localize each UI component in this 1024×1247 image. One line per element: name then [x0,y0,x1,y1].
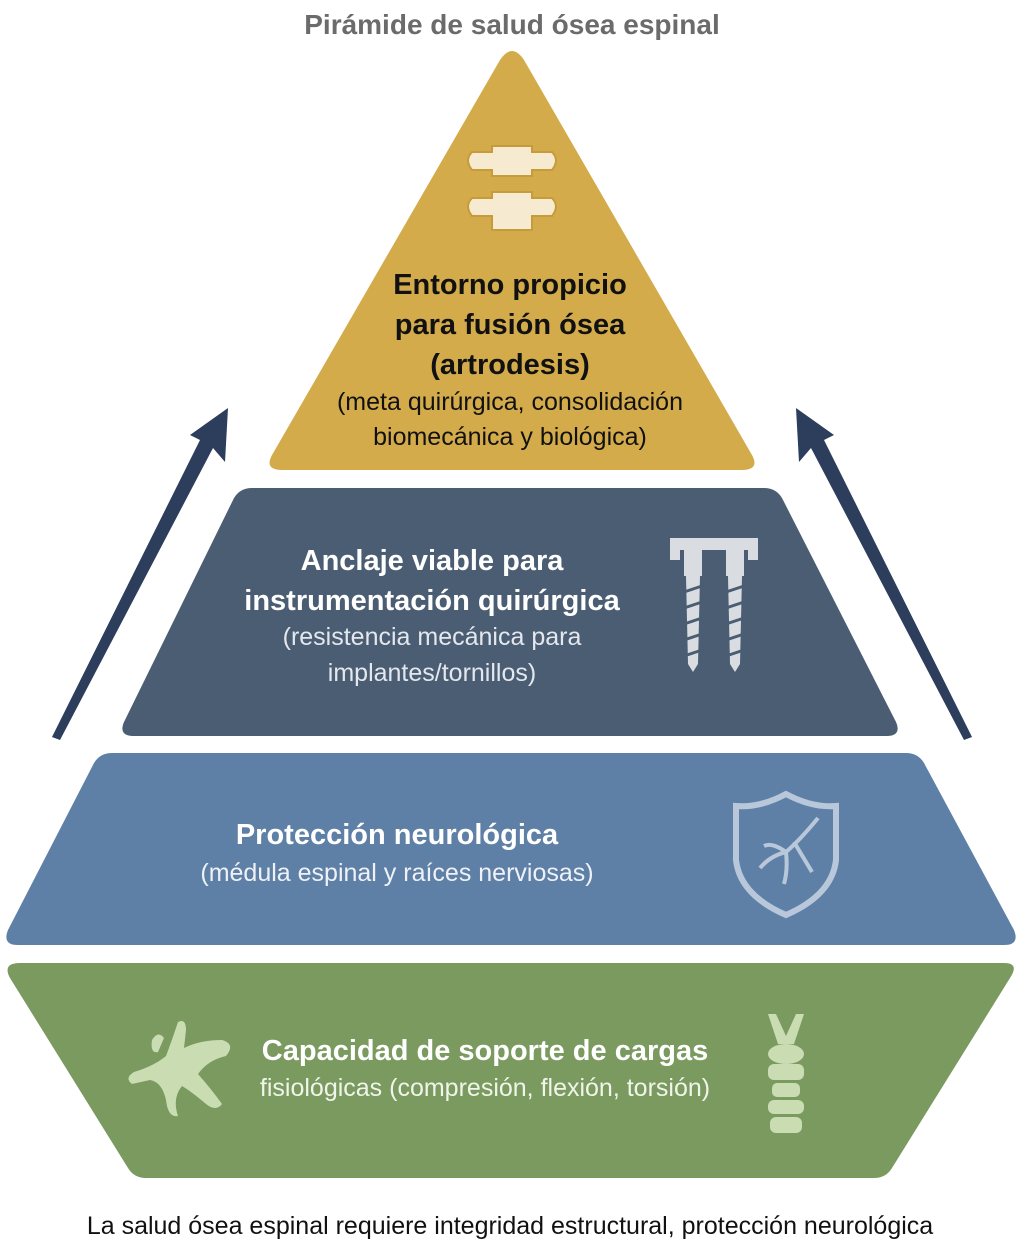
tier-fusion-heading-2: para fusión ósea [395,309,626,341]
tier-anchorage-heading-1: Anclaje viable para [301,545,565,577]
tier-load-sub: fisiológicas (compresión, flexión, torsi… [260,1074,710,1102]
shield-nerve-icon [733,790,839,919]
tier-neuro-protection: Protección neurológica (médula espinal y… [6,753,1016,945]
tier-anchorage: Anclaje viable para instrumentación quir… [122,488,898,736]
tier-fusion-heading-3: (artrodesis) [430,349,590,381]
tier-fusion-sub-1: (meta quirúrgica, consolidación [337,388,683,416]
tier-load-heading: Capacidad de soporte de cargas [262,1035,708,1067]
tier-load-bearing: Capacidad de soporte de cargas fisiológi… [7,963,1014,1178]
tier-anchorage-sub-1: (resistencia mecánica para [283,623,582,651]
tier-anchorage-heading-2: instrumentación quirúrgica [244,585,620,617]
diagram-title: Pirámide de salud ósea espinal [304,9,720,40]
tier-anchorage-sub-2: implantes/tornillos) [328,659,536,687]
bone-cell-icon [128,1021,231,1117]
tier-fusion-sub-2: biomecánica y biológica) [373,423,647,451]
screw-implant-icon [670,538,758,672]
left-upward-arrow [52,408,228,740]
spine-icon [768,1014,804,1133]
tier-fusion-heading-1: Entorno propicio [393,269,627,301]
right-upward-arrow [796,408,972,740]
tier-fusion: Entorno propicio para fusión ósea (artro… [269,51,755,470]
caption: La salud ósea espinal requiere integrida… [87,1212,933,1240]
vertebrae-icon [467,145,557,231]
tier-neuro-sub: (médula espinal y raíces nerviosas) [200,859,593,887]
tier-neuro-heading: Protección neurológica [236,819,559,851]
